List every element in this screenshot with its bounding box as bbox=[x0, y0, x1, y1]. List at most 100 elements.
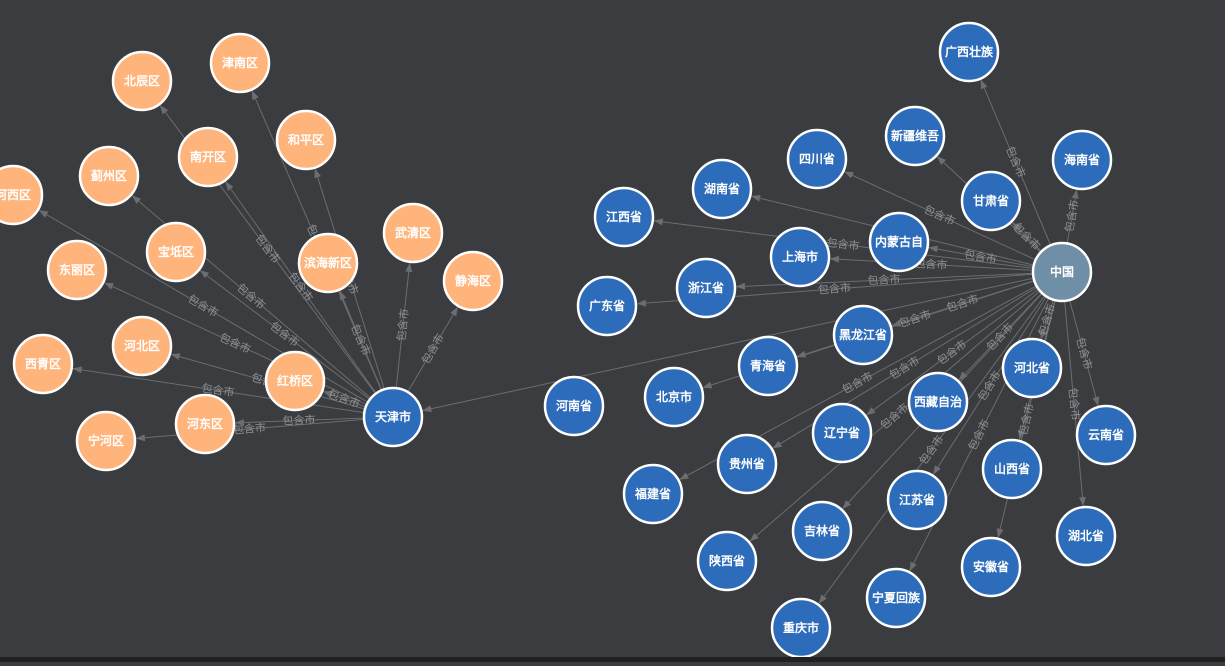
node-tianjin[interactable]: 天津市 bbox=[362, 386, 424, 448]
node-circle[interactable] bbox=[593, 186, 655, 248]
node-circle[interactable] bbox=[1001, 337, 1063, 399]
node-circle[interactable] bbox=[868, 211, 930, 273]
node-circle[interactable] bbox=[1055, 505, 1117, 567]
node-circle[interactable] bbox=[622, 463, 684, 525]
node-hunan[interactable]: 湖南省 bbox=[691, 158, 753, 220]
node-jizhou[interactable]: 蓟州区 bbox=[78, 145, 140, 207]
node-shaanxi[interactable]: 陕西省 bbox=[696, 530, 758, 592]
node-guizhou[interactable]: 贵州省 bbox=[716, 433, 778, 495]
node-jinnan[interactable]: 津南区 bbox=[209, 32, 271, 94]
node-circle[interactable] bbox=[716, 433, 778, 495]
node-circle[interactable] bbox=[442, 250, 504, 312]
node-circle[interactable] bbox=[884, 105, 946, 167]
node-circle[interactable] bbox=[1051, 129, 1113, 191]
node-heping[interactable]: 和平区 bbox=[275, 109, 337, 171]
node-yunnan[interactable]: 云南省 bbox=[1075, 404, 1137, 466]
node-circle[interactable] bbox=[907, 371, 969, 433]
node-anhui[interactable]: 安徽省 bbox=[960, 536, 1022, 598]
node-circle[interactable] bbox=[981, 438, 1043, 500]
node-gansu[interactable]: 甘肃省 bbox=[960, 170, 1022, 232]
node-circle[interactable] bbox=[145, 221, 207, 283]
node-circle[interactable] bbox=[111, 315, 173, 377]
node-circle[interactable] bbox=[865, 567, 927, 629]
node-beichen[interactable]: 北辰区 bbox=[111, 50, 173, 112]
node-circle[interactable] bbox=[960, 170, 1022, 232]
node-xinjiang[interactable]: 新疆维吾 bbox=[884, 105, 946, 167]
node-circle[interactable] bbox=[960, 536, 1022, 598]
node-qinghai[interactable]: 青海省 bbox=[737, 335, 799, 397]
edge-tianjin-hexi bbox=[12, 194, 394, 418]
node-circle[interactable] bbox=[769, 226, 831, 288]
node-circle[interactable] bbox=[12, 333, 74, 395]
node-shanghai[interactable]: 上海市 bbox=[769, 226, 831, 288]
node-hainan[interactable]: 海南省 bbox=[1051, 129, 1113, 191]
node-circle[interactable] bbox=[75, 410, 137, 472]
node-circle[interactable] bbox=[938, 21, 1000, 83]
node-jinghai[interactable]: 静海区 bbox=[442, 250, 504, 312]
node-circle[interactable] bbox=[691, 158, 753, 220]
node-circle[interactable] bbox=[1031, 241, 1093, 303]
node-circle[interactable] bbox=[78, 145, 140, 207]
node-circle[interactable] bbox=[264, 350, 326, 412]
node-circle[interactable] bbox=[0, 164, 44, 226]
node-china[interactable]: 中国 bbox=[1031, 241, 1093, 303]
node-henan[interactable]: 河南省 bbox=[543, 375, 605, 437]
node-hedong[interactable]: 河东区 bbox=[174, 393, 236, 455]
node-chongqing[interactable]: 重庆市 bbox=[770, 597, 832, 659]
node-circle[interactable] bbox=[643, 366, 705, 428]
node-jilin[interactable]: 吉林省 bbox=[791, 500, 853, 562]
node-circle[interactable] bbox=[297, 232, 359, 294]
node-guangdong[interactable]: 广东省 bbox=[576, 275, 638, 337]
node-baodi[interactable]: 宝坻区 bbox=[145, 221, 207, 283]
node-shanxi[interactable]: 山西省 bbox=[981, 438, 1043, 500]
node-circle[interactable] bbox=[46, 239, 108, 301]
node-circle[interactable] bbox=[543, 375, 605, 437]
node-circle[interactable] bbox=[675, 257, 737, 319]
node-beijing[interactable]: 北京市 bbox=[643, 366, 705, 428]
node-nankai[interactable]: 南开区 bbox=[177, 126, 239, 188]
node-jiangxi[interactable]: 江西省 bbox=[593, 186, 655, 248]
node-circle[interactable] bbox=[811, 402, 873, 464]
node-hexi[interactable]: 河西区 bbox=[0, 164, 44, 226]
node-ninghe[interactable]: 宁河区 bbox=[75, 410, 137, 472]
node-hebei[interactable]: 河北省 bbox=[1001, 337, 1063, 399]
edge-arrow bbox=[339, 290, 347, 301]
edge-arrow bbox=[751, 194, 761, 202]
node-circle[interactable] bbox=[832, 304, 894, 366]
node-xizang[interactable]: 西藏自治 bbox=[907, 371, 969, 433]
node-circle[interactable] bbox=[209, 32, 271, 94]
node-heilongjiang[interactable]: 黑龙江省 bbox=[832, 304, 894, 366]
node-circle[interactable] bbox=[362, 386, 424, 448]
node-sichuan[interactable]: 四川省 bbox=[786, 128, 848, 190]
node-circle[interactable] bbox=[576, 275, 638, 337]
node-circle[interactable] bbox=[1075, 404, 1137, 466]
node-wuqing[interactable]: 武清区 bbox=[382, 202, 444, 264]
node-circle[interactable] bbox=[696, 530, 758, 592]
node-circle[interactable] bbox=[737, 335, 799, 397]
node-hubei[interactable]: 湖北省 bbox=[1055, 505, 1117, 567]
node-circle[interactable] bbox=[886, 469, 948, 531]
node-zhejiang[interactable]: 浙江省 bbox=[675, 257, 737, 319]
edge-label: 包含市 bbox=[1035, 302, 1058, 338]
node-circle[interactable] bbox=[770, 597, 832, 659]
node-hebeiqu[interactable]: 河北区 bbox=[111, 315, 173, 377]
node-circle[interactable] bbox=[174, 393, 236, 455]
node-circle[interactable] bbox=[791, 500, 853, 562]
node-circle[interactable] bbox=[177, 126, 239, 188]
node-guangxi[interactable]: 广西壮族 bbox=[938, 21, 1000, 83]
node-hongqiao[interactable]: 红桥区 bbox=[264, 350, 326, 412]
node-fujian[interactable]: 福建省 bbox=[622, 463, 684, 525]
node-binhai[interactable]: 滨海新区 bbox=[297, 232, 359, 294]
node-neimenggu[interactable]: 内蒙古自 bbox=[868, 211, 930, 273]
node-ningxia[interactable]: 宁夏回族 bbox=[865, 567, 927, 629]
node-circle[interactable] bbox=[382, 202, 444, 264]
node-circle[interactable] bbox=[111, 50, 173, 112]
node-circle[interactable] bbox=[786, 128, 848, 190]
node-liaoning[interactable]: 辽宁省 bbox=[811, 402, 873, 464]
node-xiqing[interactable]: 西青区 bbox=[12, 333, 74, 395]
node-dongli[interactable]: 东丽区 bbox=[46, 239, 108, 301]
node-circle[interactable] bbox=[275, 109, 337, 171]
node-jiangsu[interactable]: 江苏省 bbox=[886, 469, 948, 531]
